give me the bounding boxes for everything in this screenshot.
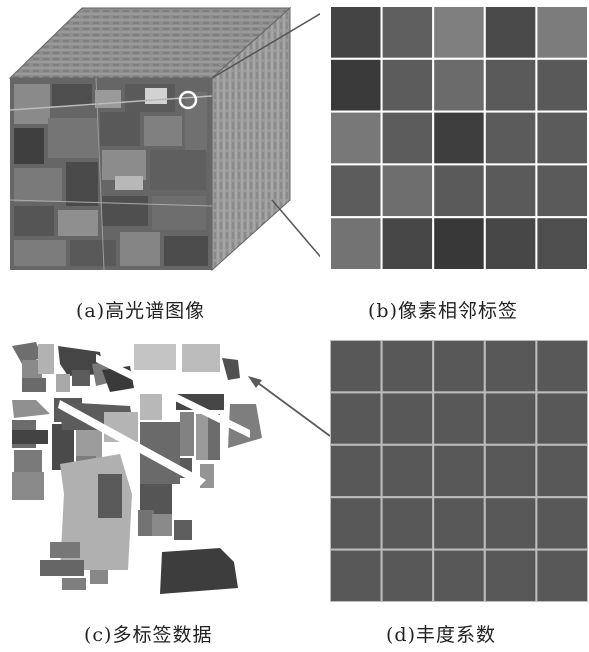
abundance-grid-cell-2-2 — [432, 443, 486, 499]
abundance-grid-cell-1-3 — [483, 391, 538, 446]
abundance-grid-cell-4-0 — [330, 548, 383, 602]
abundance-grid-cell-3-4 — [535, 496, 588, 551]
abundance-grid-cell-3-1 — [380, 496, 435, 551]
neighbor-grid-cell-3-2 — [432, 163, 486, 219]
caption-b: (b)像素相邻标签 — [368, 300, 518, 322]
caption-c: (c)多标签数据 — [84, 624, 213, 646]
hyperspectral-cube-panel — [0, 0, 320, 280]
abundance-grid — [330, 340, 588, 602]
abundance-grid-cell-0-1 — [380, 340, 435, 394]
neighbor-grid-cell-1-4 — [535, 57, 588, 113]
neighbor-grid-cell-3-3 — [483, 163, 538, 219]
abundance-grid-cell-2-4 — [535, 443, 588, 499]
abundance-grid-cell-2-1 — [380, 443, 435, 499]
caption-a: (a)高光谱图像 — [76, 300, 206, 322]
neighbor-grid-cell-2-4 — [535, 110, 588, 166]
abundance-grid-cell-0-0 — [330, 340, 383, 394]
pixel-neighbor-grid-panel — [330, 6, 588, 270]
neighbor-grid-cell-4-1 — [380, 216, 435, 270]
map-gap-band-lower — [58, 400, 206, 486]
neighbor-grid-cell-4-3 — [483, 216, 538, 270]
pixel-circle-marker — [178, 90, 198, 110]
neighbor-grid-cell-1-3 — [483, 57, 538, 113]
neighbor-grid-cell-1-0 — [330, 57, 383, 113]
abundance-grid-cell-0-3 — [483, 340, 538, 394]
abundance-grid-cell-0-2 — [432, 340, 486, 394]
neighbor-grid-cell-4-0 — [330, 216, 383, 270]
neighbor-grid-cell-3-1 — [380, 163, 435, 219]
abundance-grid-cell-0-4 — [535, 340, 588, 394]
cube-front-face — [9, 77, 213, 271]
hyperspectral-cube — [8, 6, 320, 272]
multilabel-map-panel — [0, 334, 330, 602]
neighbor-grid-cell-0-1 — [380, 6, 435, 60]
caption-d: (d)丰度系数 — [386, 624, 496, 646]
abundance-grid-cell-2-0 — [330, 443, 383, 499]
abundance-grid-cell-1-2 — [432, 391, 486, 446]
neighbor-grid-cell-0-3 — [483, 6, 538, 60]
neighbor-grid-cell-2-0 — [330, 110, 383, 166]
abundance-grid-cell-3-3 — [483, 496, 538, 551]
pixel-neighbor-grid — [330, 6, 588, 270]
abundance-grid-cell-4-2 — [432, 548, 486, 602]
neighbor-grid-cell-1-2 — [432, 57, 486, 113]
neighbor-grid-cell-0-2 — [432, 6, 486, 60]
abundance-grid-cell-1-0 — [330, 391, 383, 446]
neighbor-grid-cell-2-2 — [432, 110, 486, 166]
abundance-grid-cell-4-1 — [380, 548, 435, 602]
neighbor-grid-cell-2-3 — [483, 110, 538, 166]
abundance-grid-cell-3-0 — [330, 496, 383, 551]
connector-line-top — [211, 13, 320, 79]
neighbor-grid-cell-0-4 — [535, 6, 588, 60]
abundance-grid-cell-4-3 — [483, 548, 538, 602]
arrow-to-abundance — [248, 376, 330, 437]
abundance-grid-cell-1-1 — [380, 391, 435, 446]
multilabel-map — [12, 342, 330, 594]
abundance-grid-cell-1-4 — [535, 391, 588, 446]
neighbor-grid-cell-0-0 — [330, 6, 383, 60]
neighbor-grid-cell-2-1 — [380, 110, 435, 166]
neighbor-grid-cell-3-4 — [535, 163, 588, 219]
map-gap-band — [96, 354, 250, 438]
neighbor-grid-cell-1-1 — [380, 57, 435, 113]
neighbor-grid-cell-3-0 — [330, 163, 383, 219]
abundance-grid-cell-3-2 — [432, 496, 486, 551]
connector-line-bottom — [271, 199, 320, 258]
neighbor-grid-cell-4-2 — [432, 216, 486, 270]
abundance-grid-cell-4-4 — [535, 548, 588, 602]
abundance-grid-panel — [330, 340, 588, 602]
label-regions — [12, 342, 262, 594]
abundance-grid-cell-2-3 — [483, 443, 538, 499]
neighbor-grid-cell-4-4 — [535, 216, 588, 270]
